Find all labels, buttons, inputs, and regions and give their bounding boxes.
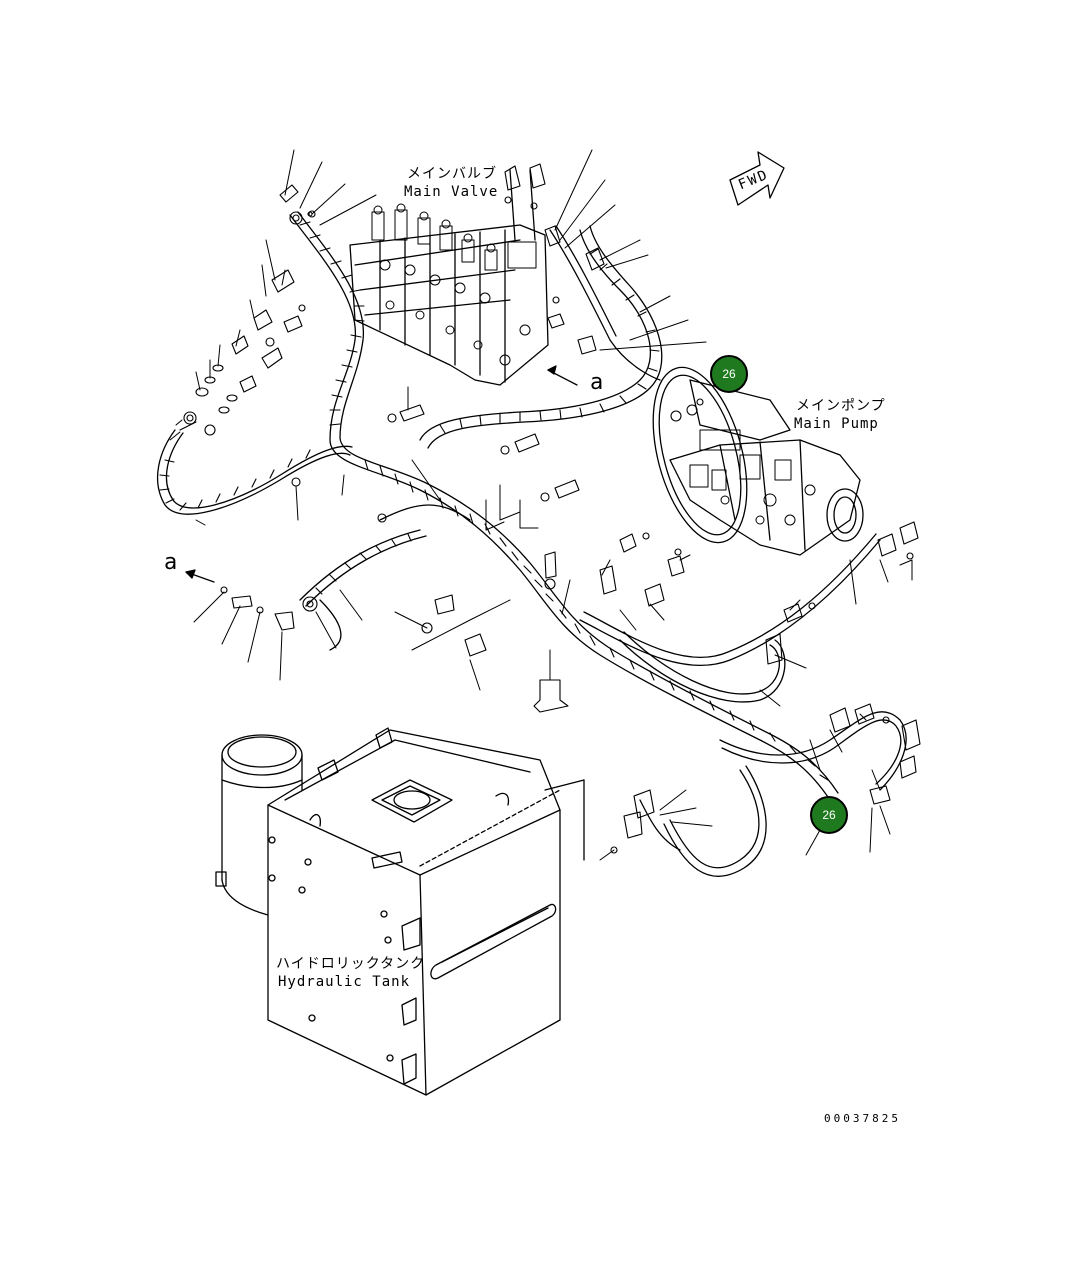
- main-valve-label-jp: メインバルブ: [407, 166, 497, 182]
- hoses: [319, 169, 907, 877]
- document-number: 00037825: [824, 1112, 901, 1125]
- hose-bundles: [157, 211, 839, 801]
- hydraulic-tank-label-en: Hydraulic Tank: [278, 974, 411, 990]
- view-a-arrow-top: [547, 365, 578, 386]
- view-a-arrow-left: [185, 569, 215, 583]
- view-a-label-left: a: [164, 550, 178, 575]
- part-callout-26[interactable]: 26: [810, 796, 848, 834]
- fwd-arrow: [729, 151, 785, 206]
- main-valve-label-en: Main Valve: [404, 184, 499, 200]
- main-valve-assembly: [349, 203, 549, 386]
- main-pump-assembly: [652, 366, 864, 556]
- main-pump-label-jp: メインポンプ: [796, 398, 886, 414]
- fittings: [179, 163, 921, 854]
- hydraulic-tank-label-jp: ハイドロリックタンク: [276, 956, 426, 972]
- main-pump-label-en: Main Pump: [794, 416, 879, 432]
- part-callout-26[interactable]: 26: [710, 355, 748, 393]
- leader-lines: [169, 149, 913, 861]
- view-a-label-top: a: [590, 370, 604, 395]
- hydraulic-tank: [215, 727, 585, 1096]
